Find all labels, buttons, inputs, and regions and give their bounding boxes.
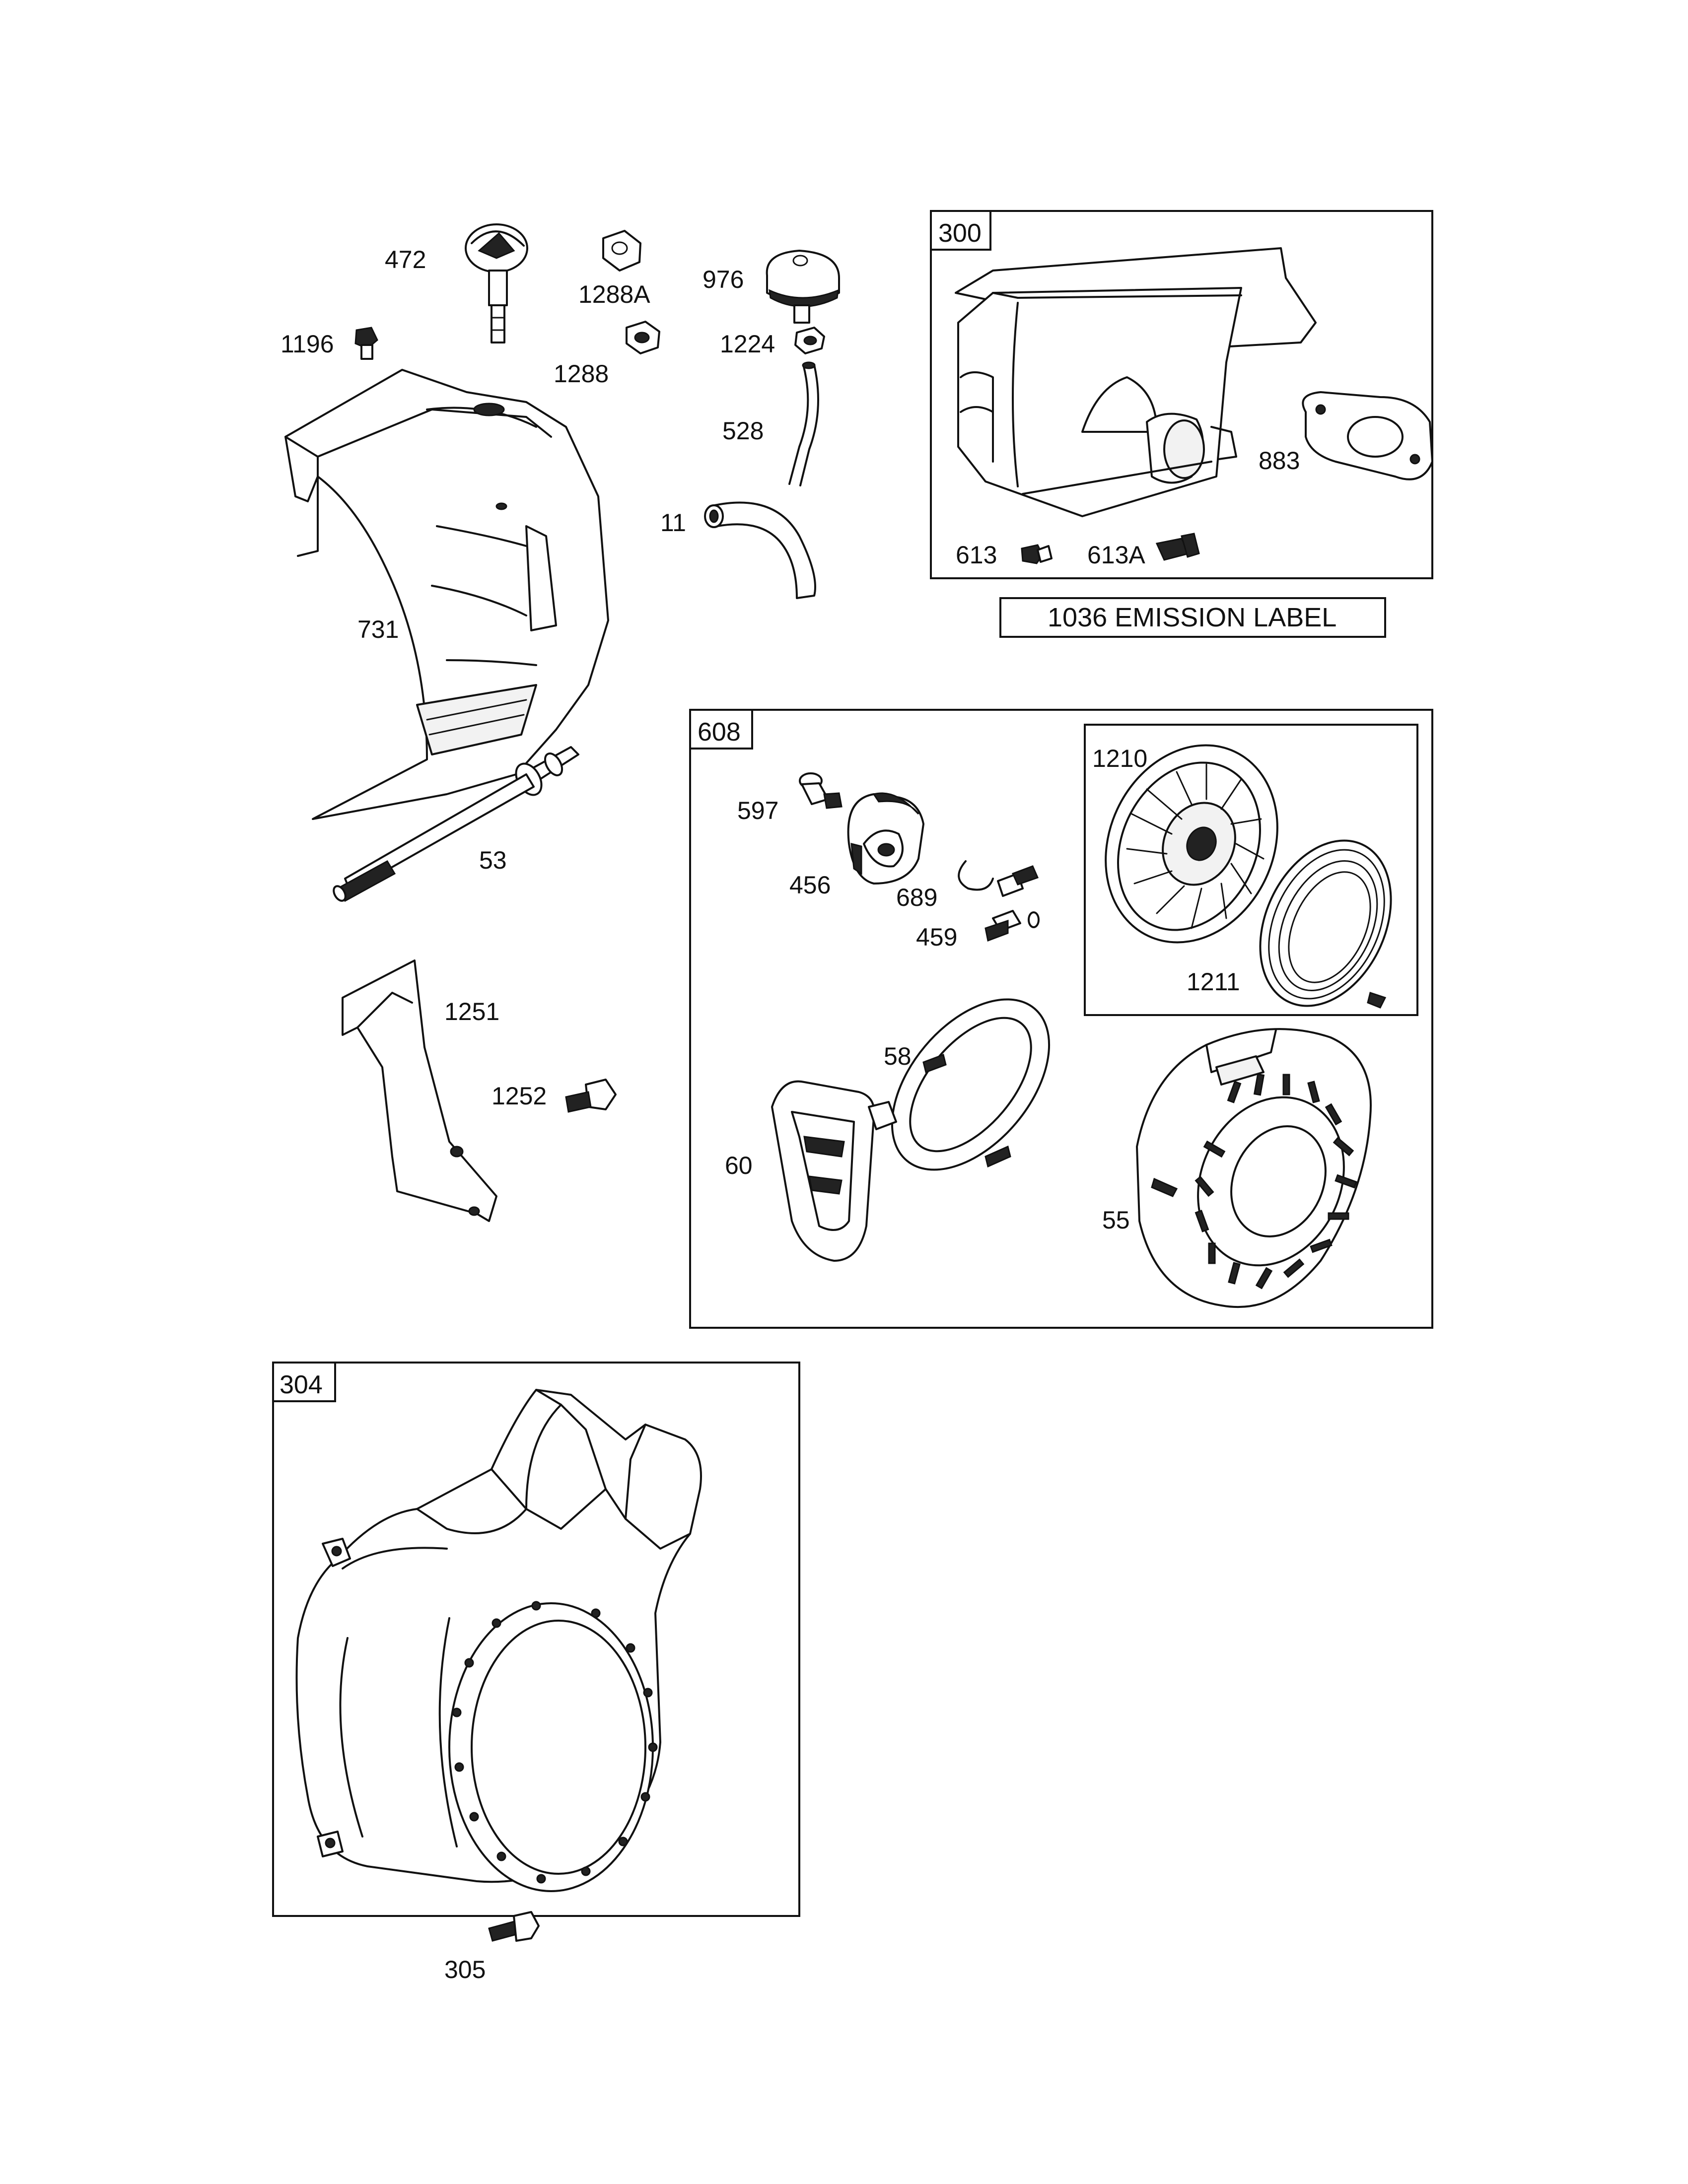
part-label-58: 58 (884, 1042, 912, 1070)
part-label-305: 305 (444, 1956, 486, 1983)
box-304-tag (272, 1362, 336, 1402)
part-label-1196: 1196 (281, 330, 334, 358)
part-528-tube-illustration (788, 361, 819, 486)
box-304-frame (272, 1362, 800, 1917)
part-883-gasket-illustration (1302, 391, 1433, 480)
part-label-883: 883 (1259, 447, 1300, 475)
part-1288-nut-illustration (626, 321, 660, 354)
part-label-597: 597 (737, 797, 778, 824)
box-label-300: 300 (938, 219, 982, 248)
part-55-rotating-screen-illustration (1136, 1028, 1372, 1308)
part-label-1211: 1211 (1187, 968, 1240, 996)
part-1210-pulley-illustration (1105, 744, 1278, 944)
part-689-retainer-ring-illustration (958, 860, 994, 891)
part-304-blower-housing-illustration (295, 1389, 702, 1892)
part-472-dipstick-cap-illustration (465, 223, 528, 343)
part-976-breather-cap-illustration (766, 250, 840, 324)
part-label-613A: 613A (1087, 541, 1145, 569)
part-label-1252: 1252 (492, 1082, 547, 1110)
emission-label-text: 1036 EMISSION LABEL (1048, 603, 1336, 632)
emission-label-box (999, 597, 1386, 638)
part-456-pawl-plate-illustration (847, 792, 924, 885)
box-label-304: 304 (280, 1370, 323, 1399)
box-300-frame (930, 210, 1433, 579)
part-11-hose-illustration (704, 501, 816, 599)
box-608-tag (689, 709, 753, 750)
part-label-689: 689 (896, 884, 937, 911)
part-613A-bolt-illustration (1155, 533, 1200, 561)
part-300-muffler-illustration (955, 247, 1317, 517)
box-300-tag (930, 210, 991, 251)
part-1224-grommet-illustration (794, 327, 825, 354)
part-label-1288A: 1288A (578, 280, 650, 308)
part-613-bolt-illustration (1021, 544, 1053, 564)
part-label-459: 459 (916, 923, 957, 951)
part-label-731: 731 (357, 615, 399, 643)
part-label-53: 53 (479, 846, 507, 874)
part-label-472: 472 (385, 246, 426, 273)
part-731-blower-shroud-illustration (284, 369, 609, 820)
part-305-bolt-illustration (488, 1911, 540, 1942)
part-1288A-nut-illustration (602, 230, 641, 272)
part-53-stud-illustration (333, 746, 579, 902)
part-label-1288: 1288 (554, 360, 609, 388)
part-label-11: 11 (660, 509, 686, 537)
box-label-608: 608 (698, 718, 741, 747)
part-60-guide-illustration (771, 1080, 897, 1262)
part-1196-bolt-illustration (354, 327, 378, 360)
part-1252-bolt-illustration (565, 1079, 617, 1113)
part-label-528: 528 (722, 417, 764, 445)
part-1211-spring-illustration (1259, 839, 1392, 1009)
part-label-976: 976 (703, 266, 744, 293)
part-597-screw-illustration (799, 772, 843, 809)
part-label-1210: 1210 (1092, 745, 1147, 772)
part-label-456: 456 (789, 871, 831, 899)
part-label-613: 613 (956, 541, 997, 569)
part-58-spring-guide-illustration (891, 998, 1051, 1171)
part-label-55: 55 (1102, 1206, 1130, 1234)
part-label-60: 60 (725, 1152, 753, 1179)
part-label-1251: 1251 (444, 998, 499, 1025)
box-1210-1211-frame (1084, 724, 1418, 1016)
box-608-frame (689, 709, 1433, 1329)
part-1251-baffle-illustration (342, 959, 497, 1222)
part-label-1224: 1224 (720, 330, 775, 358)
part-459-pawls-illustration (985, 865, 1040, 942)
